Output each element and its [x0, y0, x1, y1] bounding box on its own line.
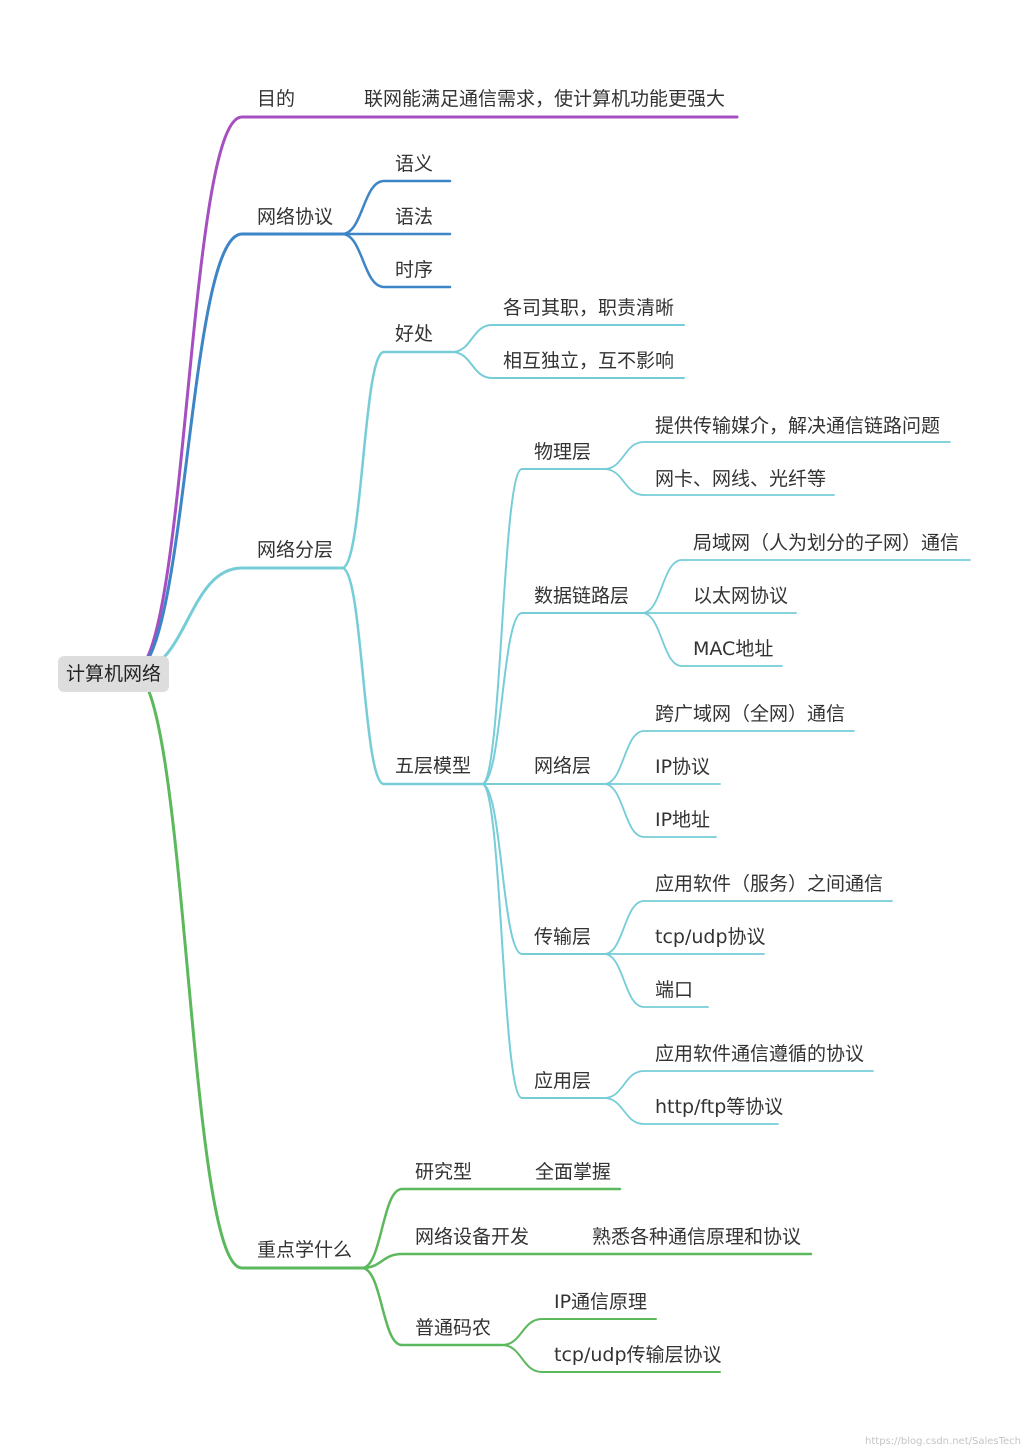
link-layer-item	[641, 612, 783, 667]
link-protocol	[131, 232, 344, 674]
link-focus-device	[360, 1252, 813, 1270]
protocol-timing[interactable]: 时序	[395, 259, 434, 281]
layer-item[interactable]: 应用软件通信遵循的协议	[655, 1043, 865, 1065]
focus-coder[interactable]: 普通码农	[415, 1317, 492, 1339]
link-layer-item	[603, 1070, 874, 1099]
link-layer	[481, 468, 605, 785]
link-layer-item	[603, 783, 717, 838]
branch-protocol[interactable]: 网络协议	[257, 206, 334, 228]
link-layer	[481, 783, 605, 1099]
link-focus-item	[501, 1344, 721, 1373]
link-layer-item	[603, 1097, 779, 1125]
layer-transport[interactable]: 传输层	[534, 926, 592, 948]
link-layer-item	[603, 953, 709, 1008]
link-benefit-item	[451, 351, 685, 379]
link-layer-item	[641, 559, 971, 614]
layer-item[interactable]: 应用软件（服务）之间通信	[655, 873, 884, 895]
link-layer-item	[603, 730, 855, 785]
layer-item[interactable]: 端口	[655, 979, 694, 1001]
focus-detail[interactable]: 全面掌握	[535, 1161, 612, 1183]
focus-item[interactable]: IP通信原理	[554, 1291, 648, 1313]
branch-purpose[interactable]: 目的	[257, 88, 296, 110]
layer-item[interactable]: tcp/udp协议	[655, 926, 766, 948]
branch-layering[interactable]: 网络分层	[257, 539, 334, 561]
benefit-item[interactable]: 各司其职，职责清晰	[503, 297, 675, 319]
link-focus	[131, 670, 364, 1270]
layer-item[interactable]: IP协议	[655, 756, 711, 778]
layer-physical[interactable]: 物理层	[534, 441, 592, 463]
link-layer	[481, 612, 643, 785]
link-model	[340, 566, 484, 786]
layer-item[interactable]: 提供传输媒介，解决通信链路问题	[655, 415, 941, 437]
link-benefits	[340, 350, 454, 570]
five-layer-model[interactable]: 五层模型	[395, 755, 472, 777]
layer-item[interactable]: MAC地址	[693, 638, 774, 660]
link-focus-coder	[360, 1266, 504, 1347]
link-protocol-item	[340, 232, 452, 289]
link-layer-item	[603, 468, 835, 496]
link-layer-item	[603, 441, 951, 470]
link-benefit-item	[451, 324, 685, 353]
benefit-item[interactable]: 相互独立，互不影响	[503, 350, 675, 372]
link-focus-research	[360, 1187, 622, 1270]
focus-research[interactable]: 研究型	[415, 1161, 473, 1183]
link-focus-item	[501, 1318, 657, 1346]
layer-item[interactable]: 以太网协议	[693, 585, 789, 607]
focus-device-dev[interactable]: 网络设备开发	[415, 1226, 530, 1248]
branch-focus[interactable]: 重点学什么	[257, 1239, 353, 1261]
link-purpose	[131, 115, 739, 674]
protocol-semantics[interactable]: 语义	[395, 153, 434, 175]
focus-detail[interactable]: 熟悉各种通信原理和协议	[592, 1226, 802, 1248]
layer-item[interactable]: IP地址	[655, 809, 711, 831]
link-protocol-item	[340, 179, 452, 236]
layer-item[interactable]: 局域网（人为划分的子网）通信	[693, 532, 960, 554]
protocol-syntax[interactable]: 语法	[395, 206, 434, 228]
root-node[interactable]: 计算机网络	[58, 656, 169, 692]
layer-datalink[interactable]: 数据链路层	[534, 585, 630, 607]
layer-application[interactable]: 应用层	[534, 1070, 592, 1092]
layer-item[interactable]: 网卡、网线、光纤等	[655, 468, 827, 490]
watermark: https://blog.csdn.net/SalesTech	[865, 1436, 1021, 1447]
purpose-detail[interactable]: 联网能满足通信需求，使计算机功能更强大	[364, 88, 726, 110]
layering-benefits[interactable]: 好处	[395, 323, 434, 345]
layer-network[interactable]: 网络层	[534, 755, 592, 777]
link-layer	[481, 783, 605, 955]
layer-item[interactable]: http/ftp等协议	[655, 1096, 784, 1118]
focus-item[interactable]: tcp/udp传输层协议	[554, 1344, 722, 1366]
layer-item[interactable]: 跨广域网（全网）通信	[655, 703, 846, 725]
link-layer-item	[603, 900, 893, 955]
